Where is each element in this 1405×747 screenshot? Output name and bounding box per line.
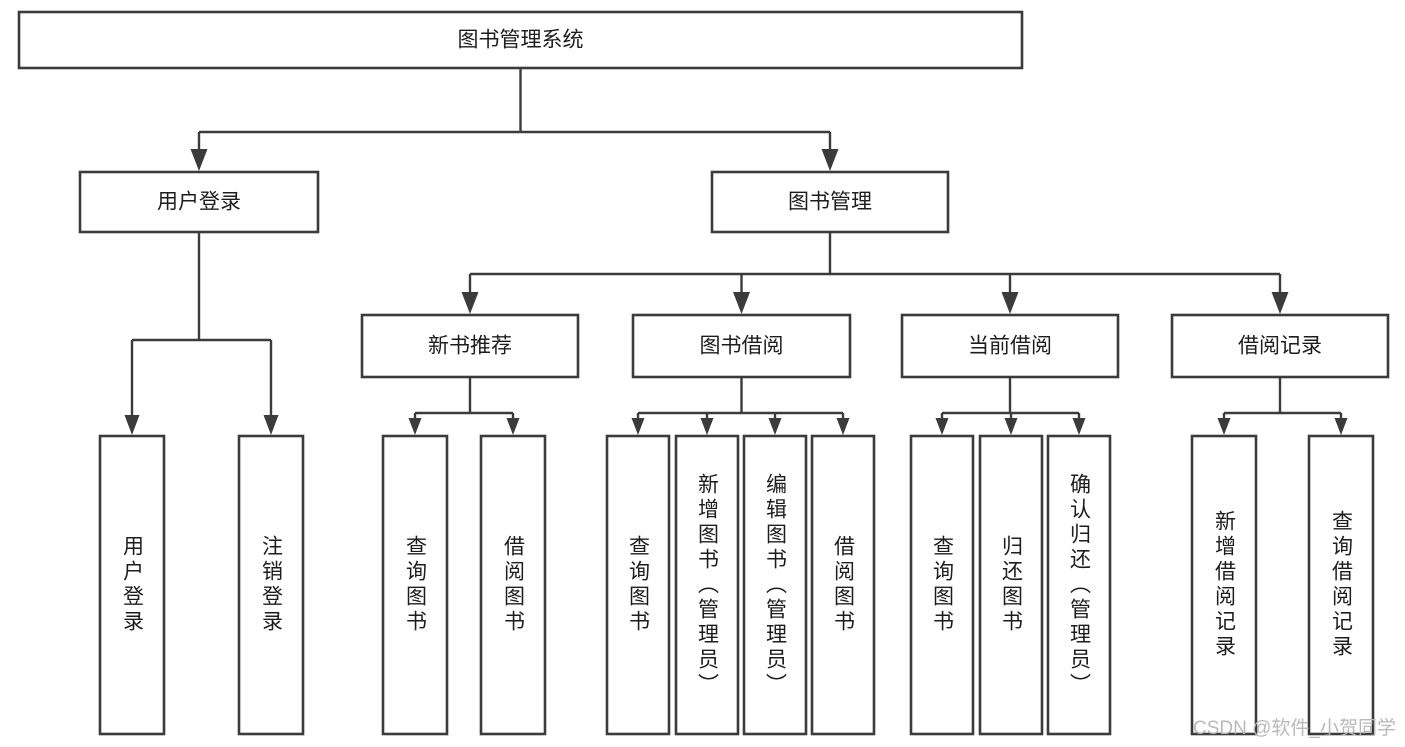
level2-node-label: 用户登录 [157,191,241,214]
level3-node-box [360,313,580,379]
arrow-head-icon [733,292,750,314]
level2-node-box [710,170,950,234]
level3-node-box [631,313,852,379]
leaf-node-box [237,434,305,736]
csdn-watermark: CSDN @软件_小贺同学 [1193,717,1396,739]
leaf-node-box [674,434,740,736]
leaf-node-box [605,434,671,736]
arrow-head-icon [408,418,422,435]
leaf-node-box [1046,434,1112,736]
leaf-node-box [742,434,808,736]
leaf-node-box [381,434,449,736]
level3-node-label: 图书借阅 [700,335,784,358]
connector-layer [124,68,1348,435]
leaf-node-box [909,434,975,736]
leaf-node-box [98,434,166,736]
leaf-node-box [978,434,1044,736]
level3-node-label: 新书推荐 [428,335,512,358]
arrow-head-icon [1004,418,1018,435]
arrow-head-icon [935,418,949,435]
level3-node-box [1170,313,1390,379]
arrow-head-icon [768,418,782,435]
arrow-head-icon [1271,292,1289,314]
level3-node-box [900,313,1120,379]
leaf-node-box [1307,434,1375,736]
arrow-head-icon [190,149,208,171]
level2-node-box [78,170,320,234]
arrow-head-icon [506,418,520,435]
root-node-label: 图书管理系统 [458,29,584,52]
arrow-head-icon [821,149,839,171]
leaf-node-box [479,434,547,736]
arrow-head-icon [1334,418,1348,435]
leaf-node-box [1190,434,1258,736]
arrow-head-icon [1217,418,1231,435]
arrow-head-icon [263,415,279,435]
arrow-head-icon [1072,418,1086,435]
level3-node-label: 借阅记录 [1238,335,1322,358]
node-box-layer [17,10,1390,736]
arrow-head-icon [631,418,645,435]
leaf-node-box [810,434,876,736]
level3-node-label: 当前借阅 [968,335,1052,358]
root-node-box [17,10,1024,70]
arrow-head-icon [124,415,140,435]
arrow-head-icon [836,418,850,435]
arrow-head-icon [1001,292,1019,314]
arrow-head-icon [461,292,479,314]
arrow-head-icon [700,418,714,435]
level2-node-label: 图书管理 [788,191,872,214]
